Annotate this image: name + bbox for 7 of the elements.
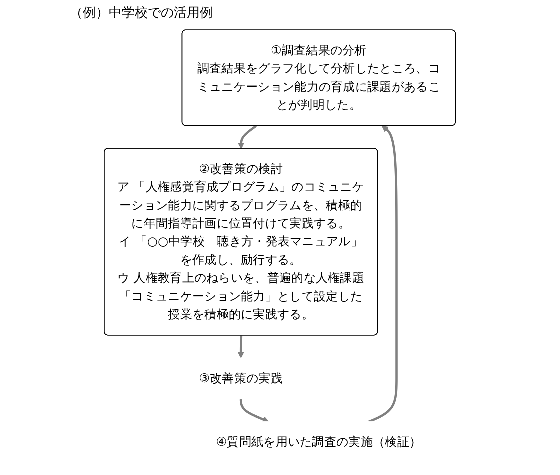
node-text: ④質問紙を用いた調査の実施（検証） (216, 434, 422, 450)
arrow (240, 399, 270, 423)
arrow (368, 126, 398, 423)
arrow (238, 125, 258, 150)
arrow (238, 336, 244, 358)
diagram-title: （例）中学校での活用例 (70, 5, 214, 22)
node-text: ③改善策の実践 (199, 371, 283, 386)
